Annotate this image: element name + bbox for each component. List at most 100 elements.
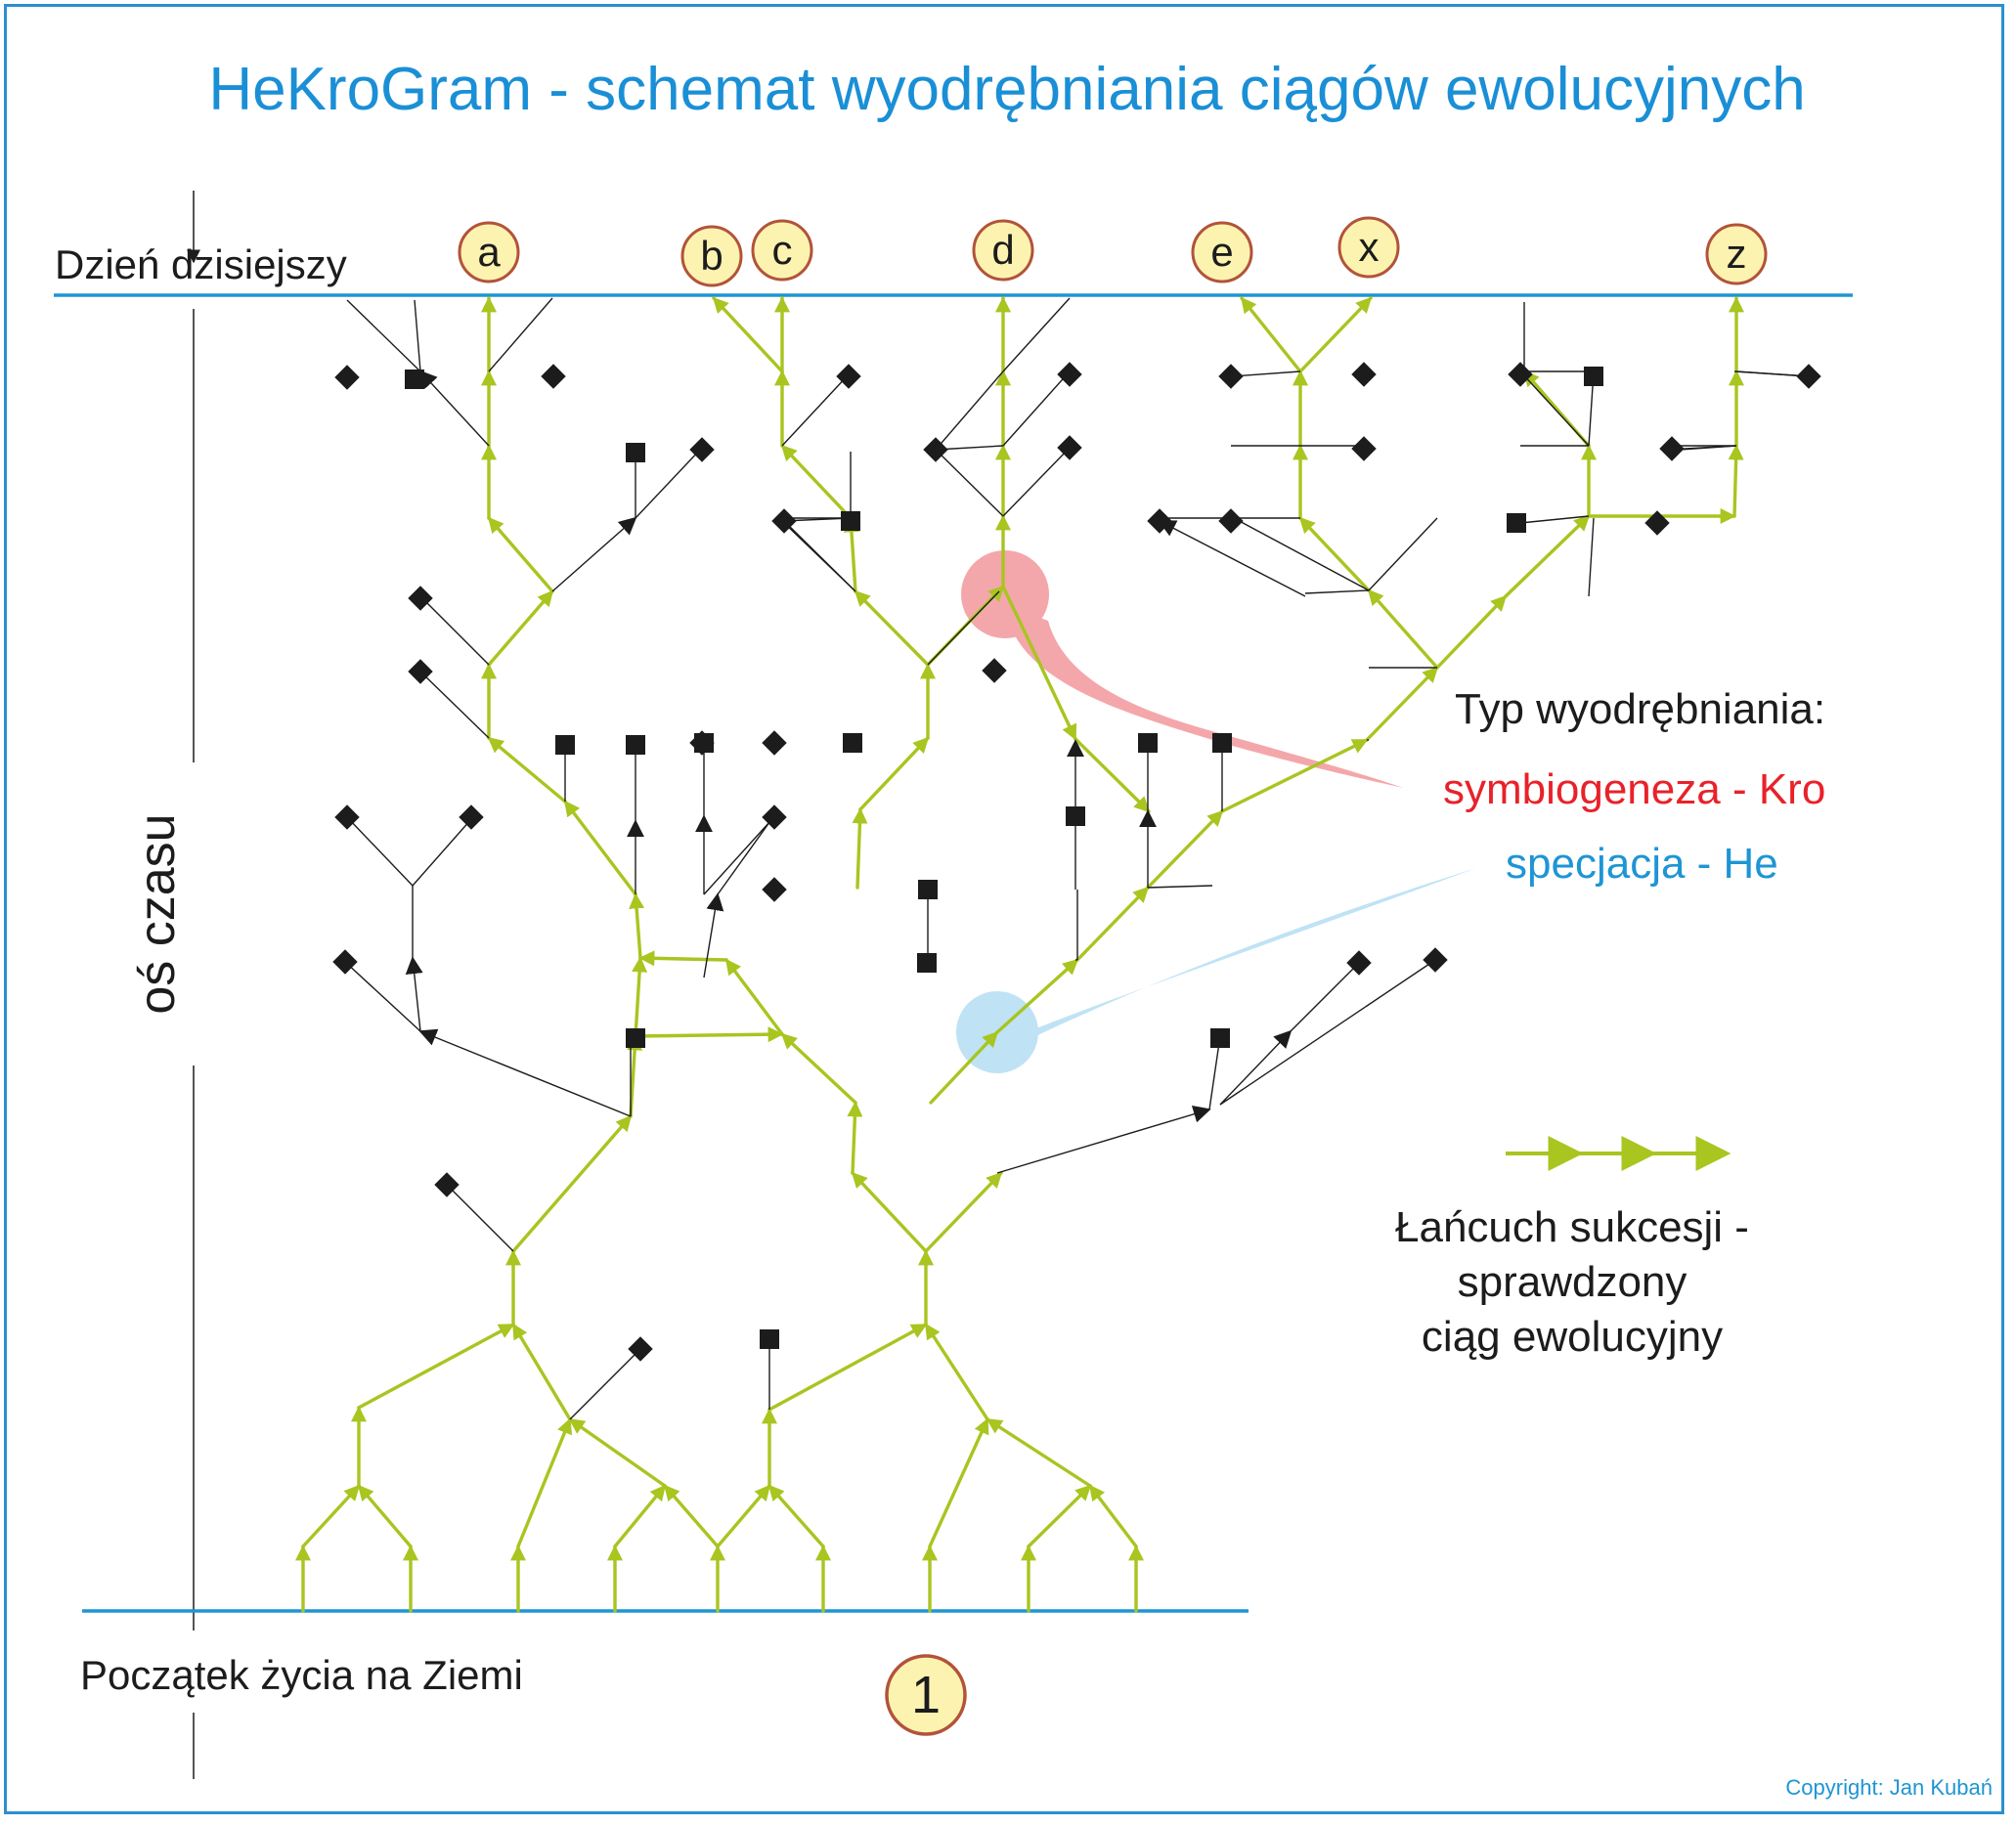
side-branch-59 <box>1519 515 1590 524</box>
lineage-label-circle <box>1705 223 1768 285</box>
succession-arrow-32 <box>634 1026 784 1043</box>
legend-speciation: specjacja - He <box>1506 840 1778 888</box>
succession-arrow-36 <box>847 1101 863 1175</box>
extinct-taxon-diamond-41 <box>1218 364 1244 389</box>
succession-arrow-6 <box>357 1323 515 1410</box>
extinct-taxon-square-34 <box>917 953 937 973</box>
succession-arrow-22 <box>928 1417 989 1548</box>
extinct-taxon-diamond-43 <box>1508 362 1533 387</box>
side-branch-63 <box>1733 370 1810 377</box>
extinct-taxon-square-31 <box>1066 806 1085 826</box>
lineage-label-text: b <box>700 233 723 279</box>
succession-arrow-63 <box>1367 588 1439 670</box>
succession-arrow-58 <box>1728 444 1744 518</box>
succession-arrow-45 <box>487 516 554 593</box>
succession-arrow-20 <box>767 1323 928 1412</box>
side-branch-55 <box>1233 517 1370 591</box>
side-branch-41 <box>1002 297 1071 372</box>
side-branch-6 <box>635 447 703 519</box>
lineage-label-circle <box>458 221 520 283</box>
extinct-taxon-diamond-13 <box>459 804 484 830</box>
succession-arrow-77 <box>780 444 853 520</box>
side-branch-9 <box>419 595 490 666</box>
side-branch-29 <box>1208 1035 1221 1110</box>
succession-arrow-70 <box>858 736 930 811</box>
lineage-label-z: z <box>1705 223 1768 285</box>
extinct-taxon-square-9 <box>626 735 645 755</box>
axis-label-bg <box>127 762 260 1065</box>
side-branch-18 <box>418 1028 632 1117</box>
lineage-label-x: x <box>1337 216 1400 279</box>
succession-arrow-12 <box>663 1484 720 1548</box>
succession-arrow-75 <box>854 589 930 667</box>
extinct-taxon-diamond-47 <box>1659 436 1685 461</box>
side-branch-44 <box>935 370 1004 451</box>
lineage-label-text: e <box>1210 229 1233 275</box>
succession-arrow-49 <box>929 1030 999 1105</box>
extinct-taxon-diamond-22 <box>771 508 797 534</box>
side-branch-8 <box>419 671 490 739</box>
succession-arrow-41 <box>563 800 637 896</box>
extinct-taxon-square-23 <box>841 511 860 531</box>
side-branch-45 <box>781 373 850 447</box>
succession-arrow-39 <box>638 950 728 967</box>
legend: Typ wyodrębniania: symbiogeneza - Kro sp… <box>1395 685 1825 1361</box>
extinct-taxon-square-45 <box>1507 513 1526 533</box>
side-branch-21 <box>412 818 472 887</box>
succession-arrow-16 <box>716 1484 771 1548</box>
lineage-label-circle <box>1337 216 1400 279</box>
extinct-taxon-diamond-6 <box>408 586 433 611</box>
extinct-taxon-square-8 <box>555 735 575 755</box>
extinct-taxon-square-35 <box>1210 1028 1230 1048</box>
legend-chain-line2: sprawdzony <box>1458 1258 1687 1306</box>
succession-arrow-40 <box>629 892 645 960</box>
side-branch-1 <box>418 370 490 447</box>
extinct-taxon-square-44 <box>1584 367 1603 386</box>
succession-arrow-11 <box>613 1484 667 1548</box>
lineage-label-text: z <box>1727 231 1747 277</box>
side-branch-56 <box>1158 520 1306 597</box>
extinct-taxon-diamond-14 <box>762 804 787 830</box>
extinct-taxon-diamond-24 <box>836 364 861 389</box>
succession-arrow-56 <box>1504 514 1591 598</box>
lineage-label-text: x <box>1359 224 1380 270</box>
origin-of-life-label: Początek życia na Ziemi <box>80 1652 523 1698</box>
legend-chain-line3: ciąg ewolucyjny <box>1422 1313 1723 1361</box>
extinct-taxon-square-30 <box>918 880 938 899</box>
extinct-taxon-diamond-37 <box>1423 947 1448 973</box>
succession-arrow-54 <box>1365 666 1439 742</box>
succession-arrow-50 <box>995 958 1079 1034</box>
lineage-label-circle <box>751 219 813 282</box>
legend-heading: Typ wyodrębniania: <box>1455 685 1825 733</box>
succession-arrow-67 <box>1240 296 1302 373</box>
succession-arrow-64 <box>1298 516 1371 592</box>
succession-arrow-37 <box>780 1032 857 1105</box>
extinct-taxon-square-18 <box>626 1028 645 1048</box>
legend-symbiogenesis: symbiogeneza - Kro <box>1443 765 1825 813</box>
succession-arrow-51 <box>1075 886 1150 962</box>
side-branch-69 <box>1147 885 1213 889</box>
lineage-label-circle <box>972 219 1034 282</box>
extinct-taxon-diamond-15 <box>762 877 787 902</box>
lineage-label-b: b <box>680 225 743 287</box>
side-branch-42 <box>1002 370 1071 447</box>
succession-arrow-73 <box>1001 585 1077 741</box>
side-branch-57 <box>1368 517 1438 591</box>
side-branch-71 <box>935 449 1004 517</box>
copyright: Copyright: Jan Kubań <box>1785 1775 1993 1800</box>
side-branch-60 <box>1519 370 1590 447</box>
extinct-taxon-diamond-40 <box>1351 436 1377 461</box>
side-branch-61 <box>1231 370 1301 377</box>
side-branch-2 <box>346 299 421 372</box>
succession-arrow-68 <box>1298 296 1373 373</box>
extinct-taxon-square-29 <box>843 733 862 753</box>
succession-arrow-35 <box>851 1171 928 1253</box>
succession-arrow-53 <box>1220 738 1369 813</box>
succession-arrow-2 <box>301 1484 361 1548</box>
succession-arrow-18 <box>767 1484 825 1548</box>
side-branch-3 <box>488 297 553 372</box>
lineage-label-text: d <box>991 227 1014 273</box>
lineage-label-e: e <box>1191 221 1253 283</box>
